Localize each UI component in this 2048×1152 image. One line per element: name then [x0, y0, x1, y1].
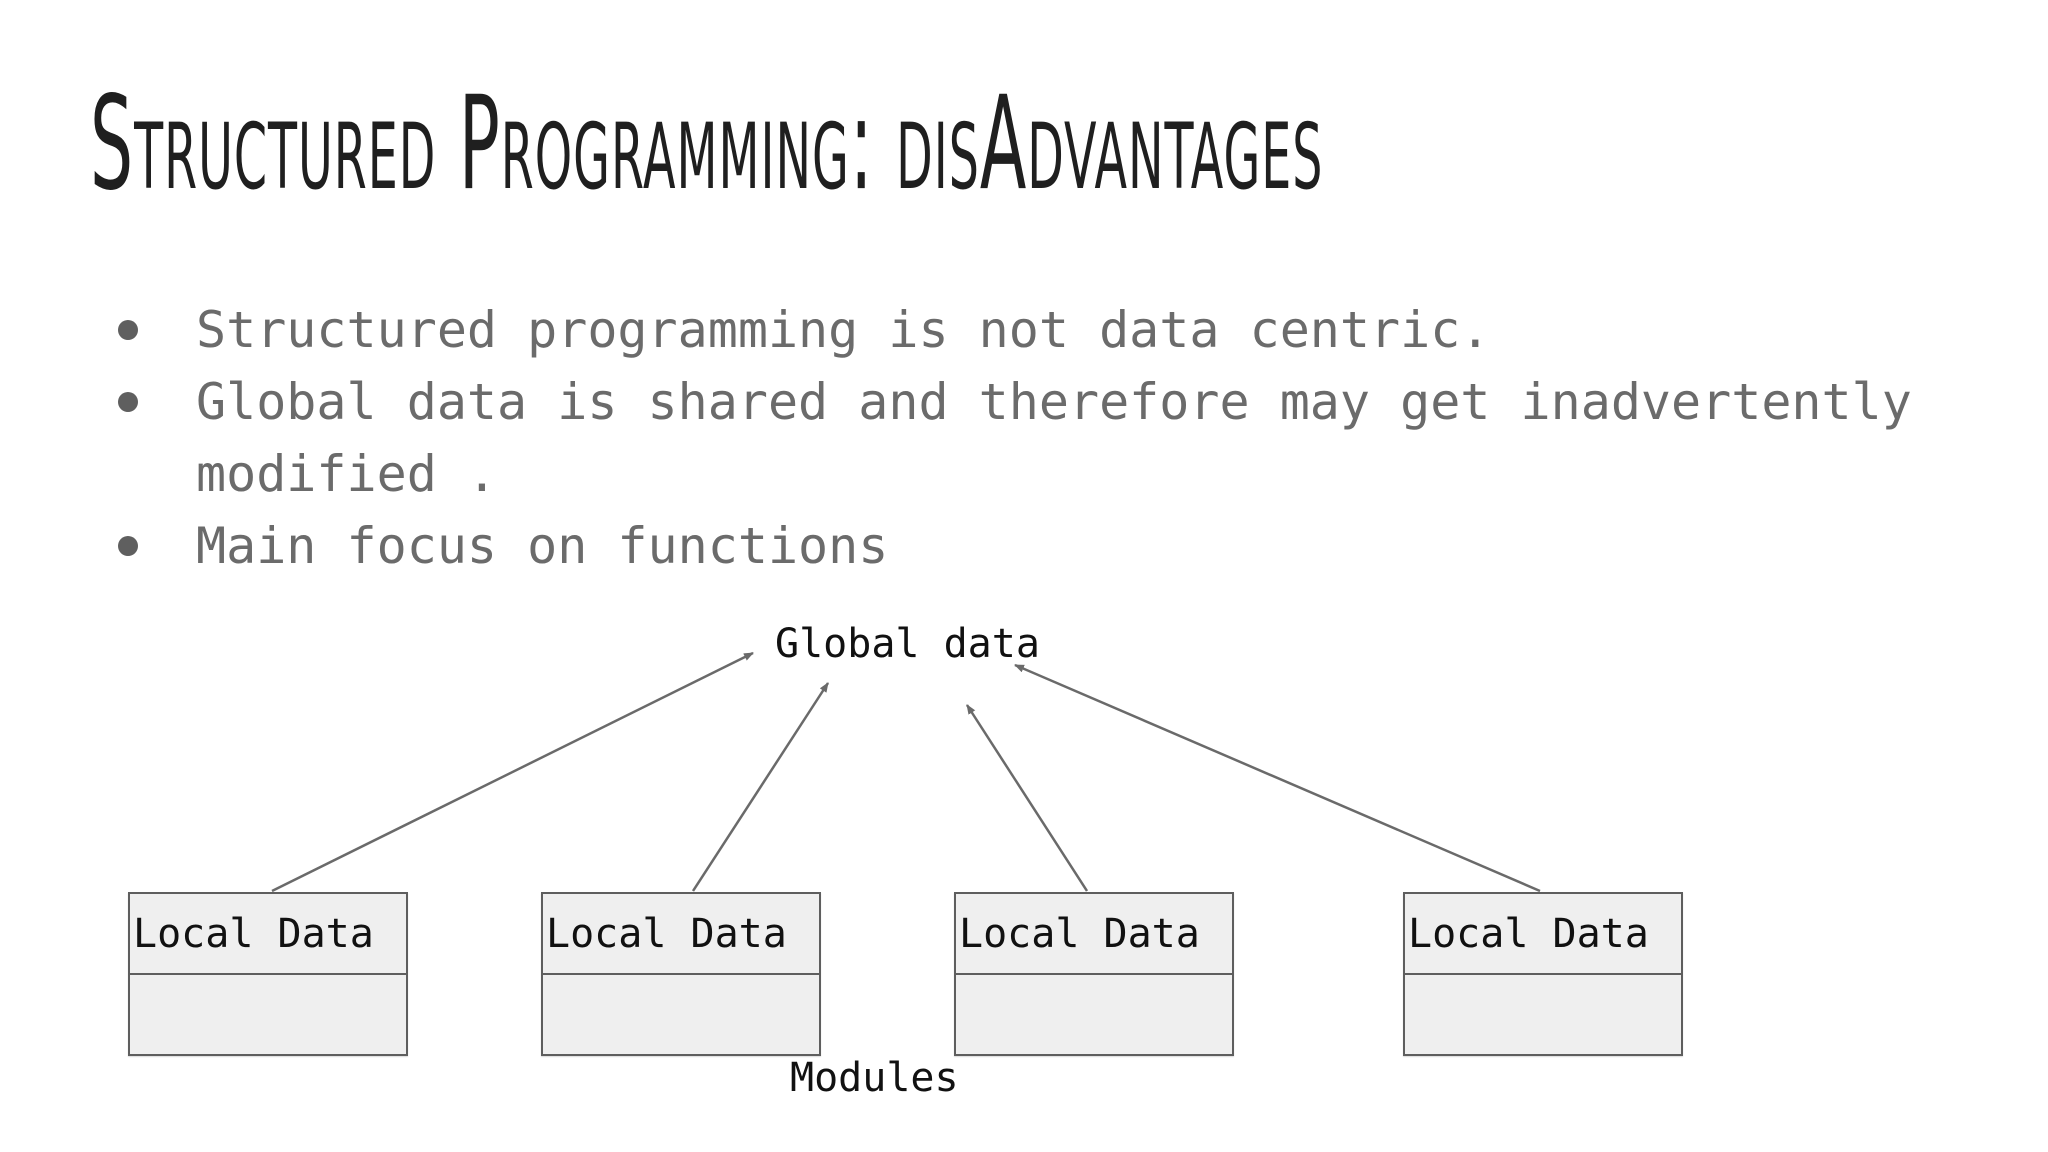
modules-caption: Modules: [790, 1055, 959, 1101]
bullet-item: Main focus on functions: [110, 510, 1956, 582]
module-body-cell: [543, 975, 819, 1056]
bullet-list: Structured programming is not data centr…: [110, 294, 1956, 582]
module-body-cell: [956, 975, 1232, 1056]
module-box: Local Data: [541, 892, 821, 1056]
module-box: Local Data: [1403, 892, 1683, 1056]
bullet-item: Global data is shared and therefore may …: [110, 366, 1956, 510]
local-data-cell: Local Data: [1405, 894, 1681, 975]
arrow-module1-to-global-data: [271, 651, 754, 893]
arrow-module4-to-global-data: [1014, 663, 1541, 893]
module-box: Local Data: [954, 892, 1234, 1056]
bullet-item: Structured programming is not data centr…: [110, 294, 1956, 366]
local-data-cell: Local Data: [956, 894, 1232, 975]
module-body-cell: [130, 975, 406, 1056]
module-box: Local Data: [128, 892, 408, 1056]
global-data-label: Global data: [775, 621, 1040, 667]
slide-title: Structured Programming: disAdvantages: [90, 67, 1324, 220]
arrow-module3-to-global-data: [965, 704, 1089, 892]
module-body-cell: [1405, 975, 1681, 1056]
local-data-cell: Local Data: [130, 894, 406, 975]
local-data-cell: Local Data: [543, 894, 819, 975]
arrow-module2-to-global-data: [691, 682, 830, 892]
